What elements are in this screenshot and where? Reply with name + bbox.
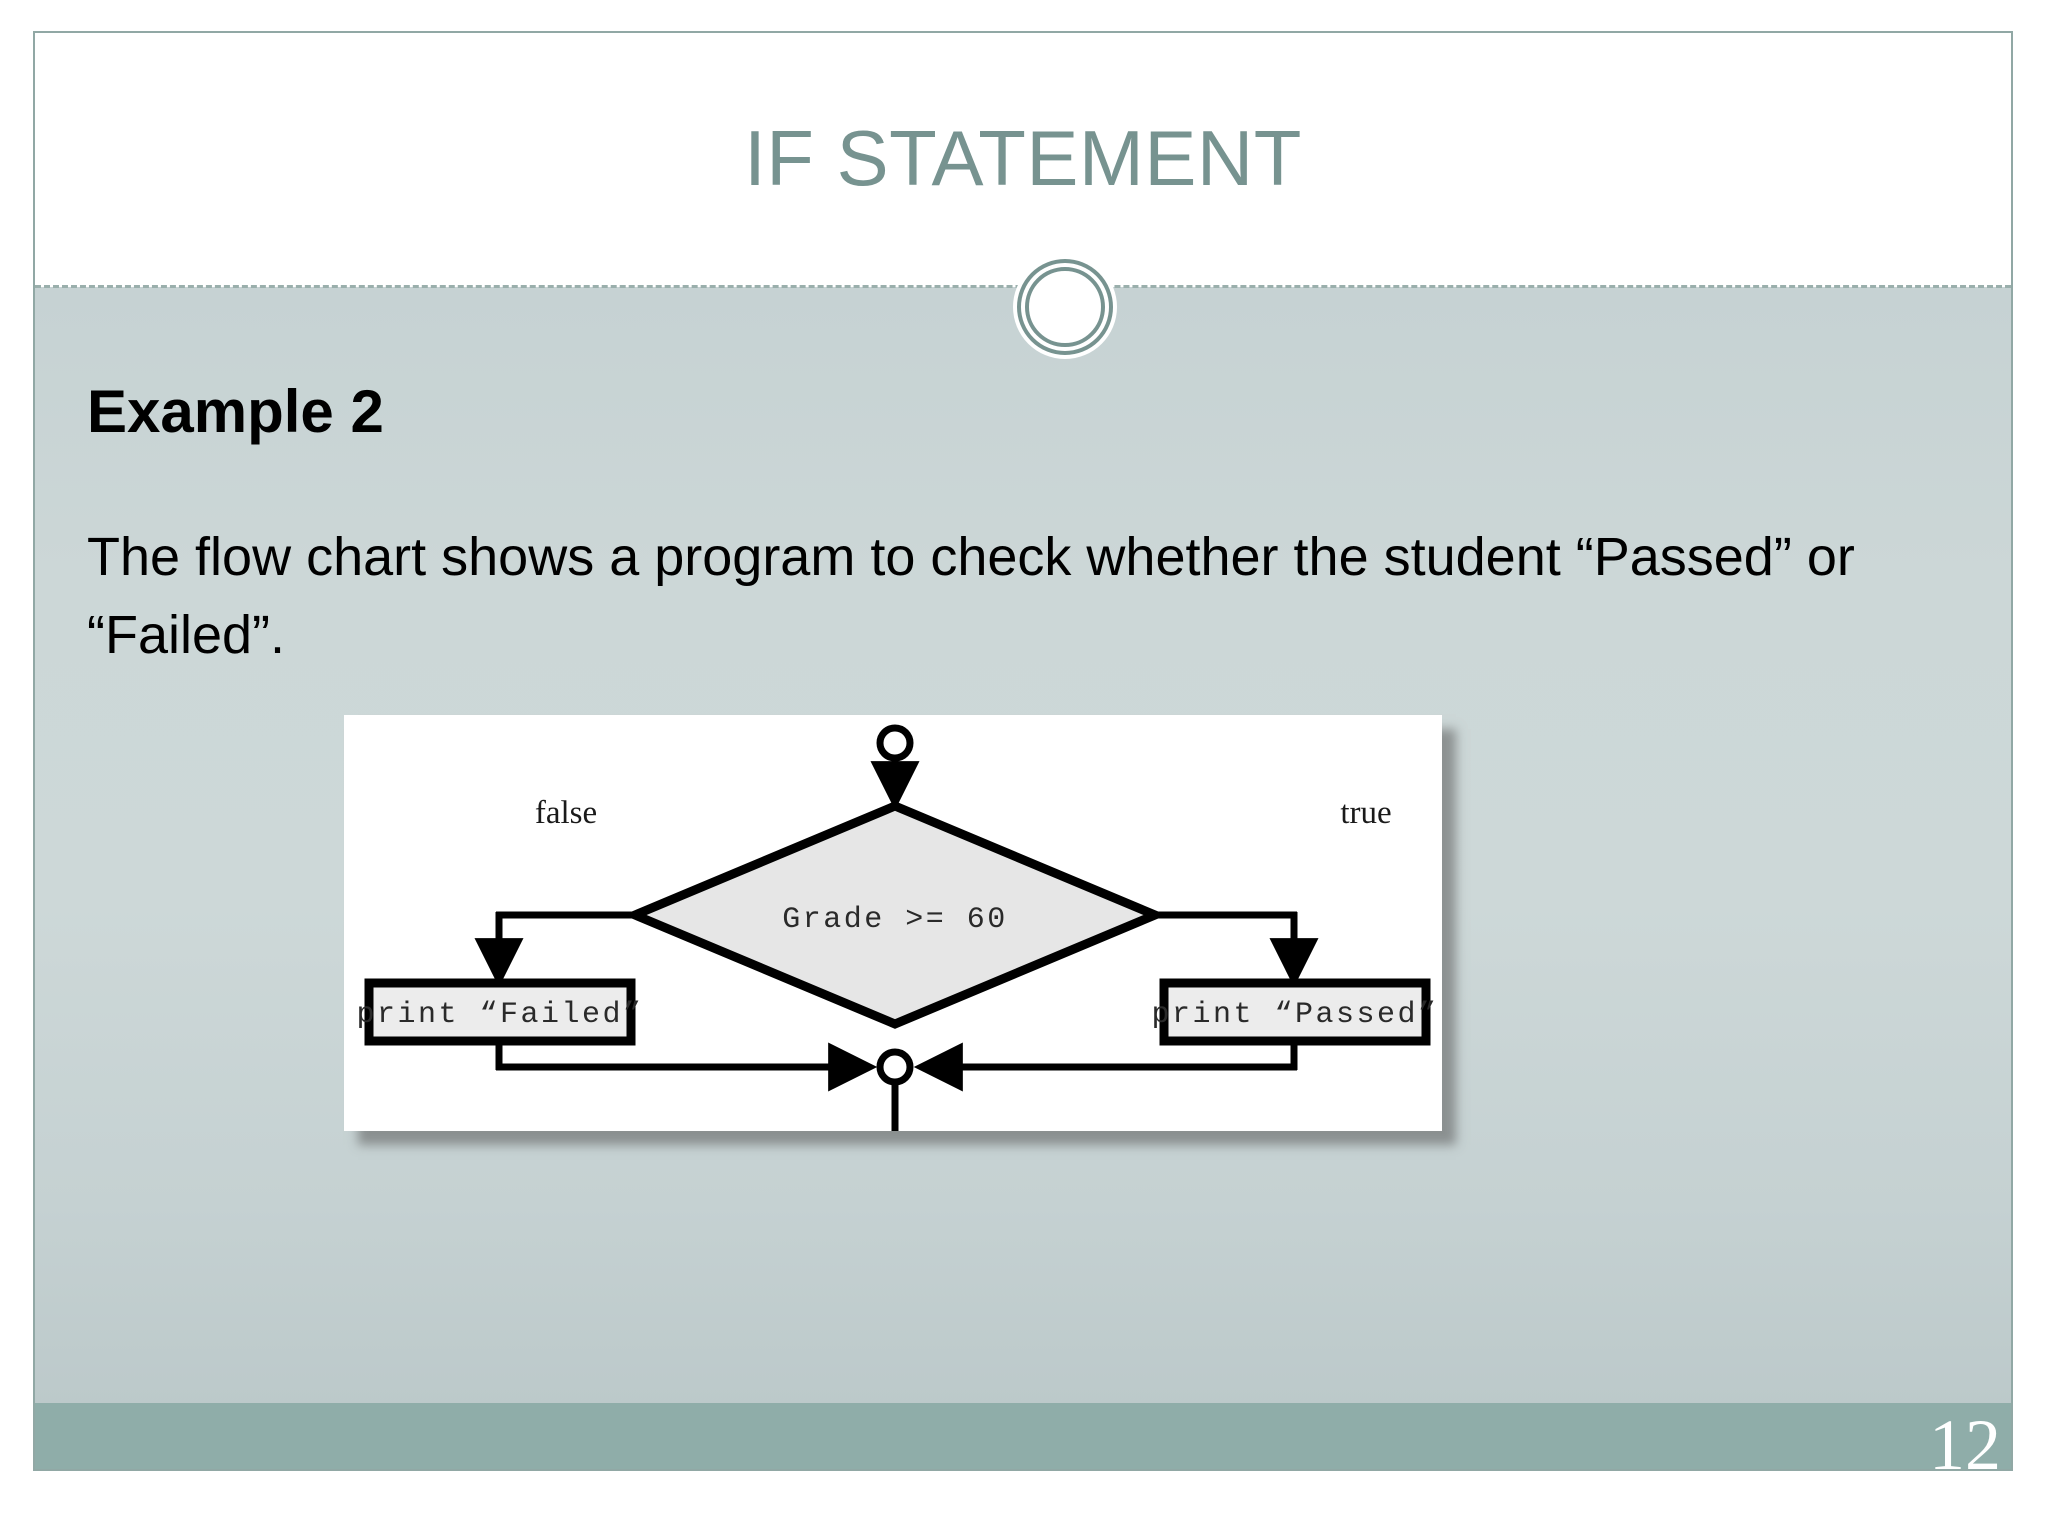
- passed-process-label: print “Passed”: [1151, 998, 1438, 1032]
- slide: IF STATEMENT Example 2 The flow chart sh…: [33, 31, 2013, 1471]
- ring-outer: [1017, 259, 1113, 355]
- failed-process-box: [364, 978, 636, 1046]
- flowchart-image: Grade >= 60 false true print “Failed” pr…: [344, 715, 1442, 1131]
- example-heading: Example 2: [87, 378, 384, 445]
- title-band: IF STATEMENT: [35, 33, 2011, 287]
- start-connector-node: [876, 724, 914, 762]
- false-branch-label: false: [535, 795, 597, 831]
- true-branch-label: true: [1340, 795, 1391, 831]
- circle-ornament-icon: [1013, 255, 1117, 359]
- failed-process-label: print “Failed”: [356, 998, 643, 1032]
- merge-connector-node: [876, 1048, 914, 1086]
- footer-bar: 12: [35, 1403, 2011, 1469]
- passed-process-box: [1159, 978, 1431, 1046]
- page-number: 12: [1929, 1405, 2001, 1471]
- decision-diamond-node: [623, 801, 1167, 1029]
- decision-condition-label: Grade >= 60: [782, 903, 1008, 937]
- flowchart-svg: Grade >= 60 false true print “Failed” pr…: [344, 715, 1442, 1131]
- page-title: IF STATEMENT: [744, 114, 1302, 202]
- ring-inner: [1025, 267, 1105, 347]
- body-paragraph: The flow chart shows a program to check …: [87, 527, 1855, 665]
